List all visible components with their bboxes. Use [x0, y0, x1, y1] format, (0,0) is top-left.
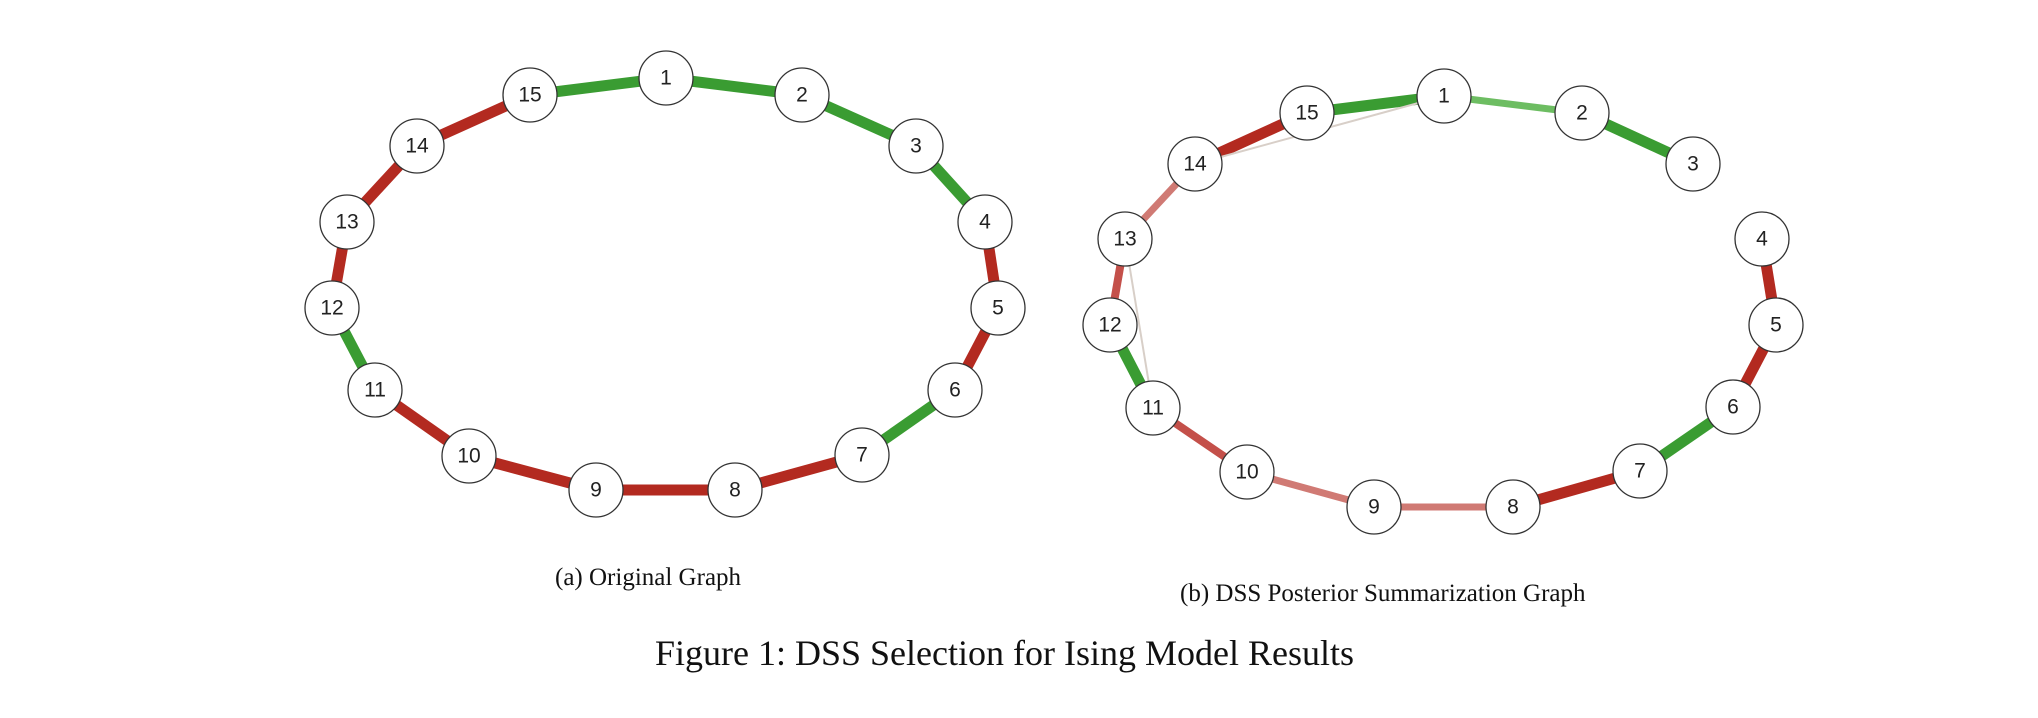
node-circle: [389, 118, 445, 174]
node-8: 8: [1485, 479, 1541, 535]
node-circle: [1125, 380, 1181, 436]
node-11: 11: [347, 362, 403, 418]
node-5: 5: [970, 280, 1026, 336]
node-label: 15: [1295, 102, 1318, 125]
node-label: 9: [590, 479, 602, 502]
figure-caption: Figure 1: DSS Selection for Ising Model …: [655, 633, 1354, 673]
node-label: 7: [856, 444, 868, 467]
node-circle: [970, 280, 1026, 336]
node-label: 14: [405, 135, 429, 158]
node-7: 7: [1612, 443, 1668, 499]
node-label: 13: [335, 211, 358, 234]
node-6: 6: [1705, 379, 1761, 435]
node-label: 14: [1183, 153, 1207, 176]
node-circle: [1082, 297, 1138, 353]
edge-11-13: [1124, 238, 1154, 409]
node-circle: [1219, 444, 1275, 500]
node-12: 12: [1082, 297, 1138, 353]
node-9: 9: [568, 462, 624, 518]
node-circle: [1734, 211, 1790, 267]
node-label: 3: [910, 135, 922, 158]
node-1: 1: [638, 50, 694, 106]
node-label: 7: [1634, 460, 1646, 483]
node-circle: [1554, 85, 1610, 141]
node-label: 9: [1368, 496, 1380, 519]
node-label: 5: [1770, 314, 1782, 337]
node-1: 1: [1416, 68, 1472, 124]
node-circle: [1485, 479, 1541, 535]
node-circle: [638, 50, 694, 106]
node-14: 14: [1167, 136, 1223, 192]
node-circle: [888, 118, 944, 174]
node-9: 9: [1346, 479, 1402, 535]
node-12: 12: [304, 280, 360, 336]
node-label: 2: [796, 84, 808, 107]
node-11: 11: [1125, 380, 1181, 436]
node-label: 4: [1756, 228, 1768, 251]
node-label: 15: [518, 84, 541, 107]
caption-dss-graph: (b) DSS Posterior Summarization Graph: [1180, 580, 1586, 607]
node-circle: [1748, 297, 1804, 353]
node-label: 11: [364, 379, 386, 402]
node-circle: [319, 194, 375, 250]
node-circle: [1279, 85, 1335, 141]
node-circle: [568, 462, 624, 518]
node-label: 10: [1235, 461, 1258, 484]
node-circle: [1705, 379, 1761, 435]
node-label: 11: [1142, 397, 1164, 420]
node-3: 3: [888, 118, 944, 174]
node-13: 13: [319, 194, 375, 250]
node-6: 6: [927, 362, 983, 418]
node-circle: [502, 67, 558, 123]
node-label: 8: [729, 479, 741, 502]
node-circle: [834, 427, 890, 483]
node-circle: [1416, 68, 1472, 124]
node-13: 13: [1097, 211, 1153, 267]
node-label: 6: [1727, 396, 1739, 419]
node-label: 3: [1687, 153, 1699, 176]
node-circle: [927, 362, 983, 418]
node-circle: [774, 67, 830, 123]
node-circle: [957, 194, 1013, 250]
node-label: 12: [320, 297, 343, 320]
node-label: 5: [992, 297, 1004, 320]
node-7: 7: [834, 427, 890, 483]
node-14: 14: [389, 118, 445, 174]
node-circle: [441, 428, 497, 484]
node-2: 2: [1554, 85, 1610, 141]
node-10: 10: [1219, 444, 1275, 500]
node-circle: [707, 462, 763, 518]
node-circle: [1167, 136, 1223, 192]
node-label: 1: [660, 67, 672, 90]
node-3: 3: [1665, 136, 1721, 192]
node-4: 4: [957, 194, 1013, 250]
node-5: 5: [1748, 297, 1804, 353]
node-circle: [1346, 479, 1402, 535]
node-15: 15: [502, 67, 558, 123]
node-circle: [1665, 136, 1721, 192]
node-label: 13: [1113, 228, 1136, 251]
node-8: 8: [707, 462, 763, 518]
node-15: 15: [1279, 85, 1335, 141]
node-label: 12: [1098, 314, 1121, 337]
node-circle: [1612, 443, 1668, 499]
node-label: 10: [457, 445, 480, 468]
node-label: 2: [1576, 102, 1588, 125]
node-circle: [1097, 211, 1153, 267]
node-label: 4: [979, 211, 991, 234]
node-4: 4: [1734, 211, 1790, 267]
node-label: 1: [1438, 85, 1450, 108]
caption-original-graph: (a) Original Graph: [555, 564, 742, 591]
node-2: 2: [774, 67, 830, 123]
node-label: 8: [1507, 496, 1519, 519]
node-label: 6: [949, 379, 961, 402]
node-circle: [347, 362, 403, 418]
node-circle: [304, 280, 360, 336]
node-10: 10: [441, 428, 497, 484]
